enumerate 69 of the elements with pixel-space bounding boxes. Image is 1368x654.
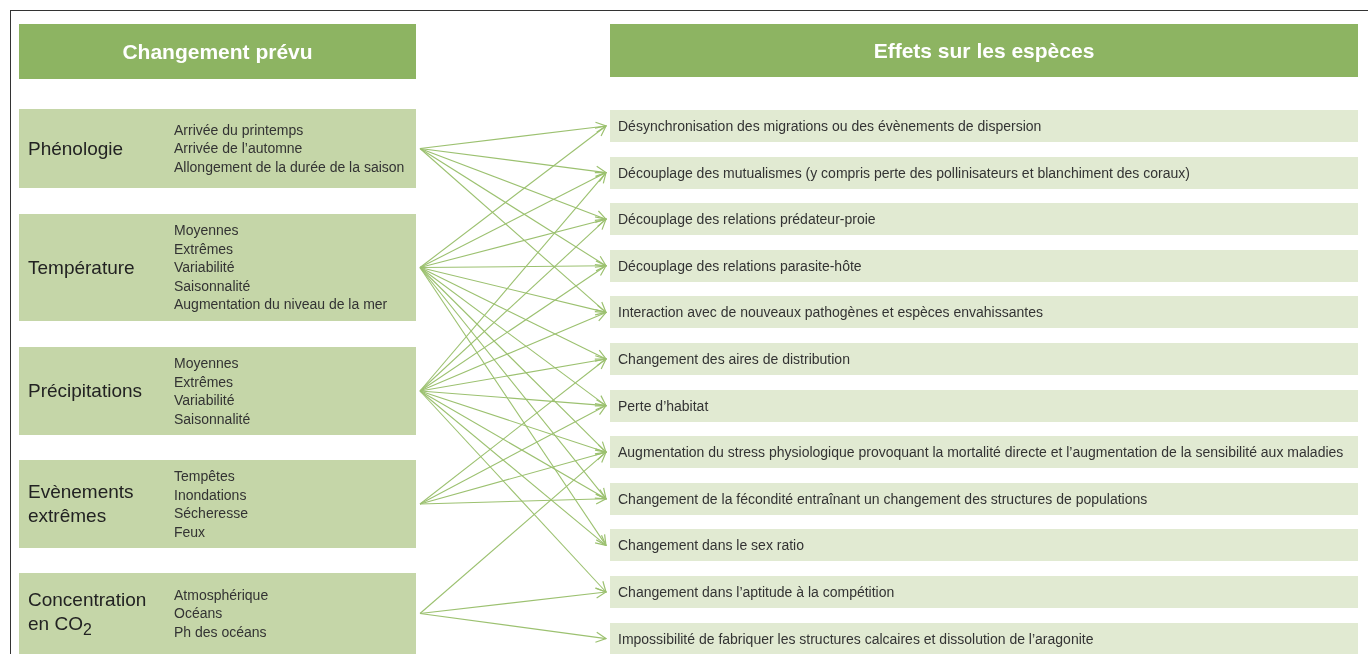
list-item: Saisonnalité — [174, 409, 251, 428]
arrow — [419, 390, 607, 500]
arrow — [419, 266, 607, 500]
arrow — [419, 390, 607, 546]
arrow — [419, 405, 607, 505]
arrow — [419, 390, 607, 455]
effect-box: Découplage des relations parasite-hôte — [610, 249, 1358, 282]
column-header-band: Effets sur les espèces — [610, 24, 1358, 77]
arrow — [419, 172, 607, 392]
arrow — [419, 147, 607, 313]
list-item: Moyennes — [174, 354, 239, 373]
arrow — [419, 172, 607, 269]
arrow — [419, 390, 607, 593]
arrow — [419, 218, 607, 392]
list-item: Allongement de la durée de la saison — [174, 157, 405, 177]
list-item: Variabilité — [174, 258, 235, 277]
list-item: Augmentation du niveau de la mer — [174, 295, 388, 314]
arrow — [419, 147, 607, 221]
column-header-band: Changement prévu — [19, 24, 416, 79]
category-title: Concentration en CO$_{2}$ — [28, 587, 148, 640]
effect-box: Changement dans le sex ratio — [610, 529, 1358, 562]
list-item: Inondations — [174, 485, 247, 504]
effect-box: Découplage des mutualismes (y compris perte des pollinisateurs et blanchiment des coraux) — [610, 156, 1358, 189]
arrow — [419, 266, 607, 316]
category-box — [19, 109, 416, 188]
list-item: Saisonnalité — [174, 276, 251, 296]
list-item: Arrivée de l’automne — [174, 139, 303, 158]
list-item: Ph des océans — [174, 622, 267, 642]
effect-box: Changement des aires de distribution — [610, 343, 1358, 375]
category-box — [19, 573, 416, 654]
list-item: Sécheresse — [174, 504, 248, 523]
list-item: Extrêmes — [174, 239, 234, 259]
list-item: Feux — [174, 522, 206, 541]
list-item: Tempêtes — [174, 467, 235, 486]
arrow — [419, 493, 607, 505]
list-item: Atmosphérique — [174, 585, 269, 605]
effect-box: Perte d’habitat — [610, 389, 1358, 422]
category-box — [19, 347, 416, 435]
arrow — [419, 612, 607, 643]
effect-box: Découplage des relations prédateur-proie — [610, 203, 1358, 236]
list-item: Arrivée du printemps — [174, 120, 304, 140]
list-item: Variabilité — [174, 391, 235, 410]
list-item: Océans — [174, 604, 223, 623]
category-title: Phénologie — [28, 136, 124, 161]
arrow — [419, 266, 607, 453]
effect-box: Impossibilité de fabriquer les structures calcaires et dissolution de l’aragonite — [610, 622, 1358, 654]
arrow — [419, 390, 607, 411]
list-item: Moyennes — [174, 221, 239, 240]
category-title: Température — [28, 255, 135, 280]
effect-box: Interaction avec de nouveaux pathogènes et espèces envahissantes — [610, 296, 1358, 329]
effect-box: Désynchronisation des migrations ou des évènements de dispersion — [610, 110, 1358, 142]
arrow — [419, 216, 607, 269]
arrow — [419, 147, 607, 177]
arrow — [419, 358, 607, 505]
category-title: Evènements extrêmes — [28, 480, 135, 528]
arrow — [419, 266, 607, 546]
arrow — [419, 266, 607, 360]
arrow — [419, 355, 607, 392]
effect-box: Augmentation du stress physiologique provoquant la mortalité directe et l’augmentation de la sensibilité aux maladies — [610, 436, 1358, 469]
arrow — [419, 147, 607, 267]
arrow — [419, 125, 607, 269]
arrow — [419, 260, 607, 272]
category-box — [19, 214, 416, 321]
category-box — [19, 460, 416, 548]
arrow — [419, 451, 607, 615]
category-title: Précipitations — [28, 379, 143, 403]
list-item: Extrêmes — [174, 372, 234, 391]
effect-box: Changement dans l’aptitude à la compétition — [610, 576, 1358, 608]
effect-box: Changement de la fécondité entraînant un changement des structures de populations — [610, 482, 1358, 515]
